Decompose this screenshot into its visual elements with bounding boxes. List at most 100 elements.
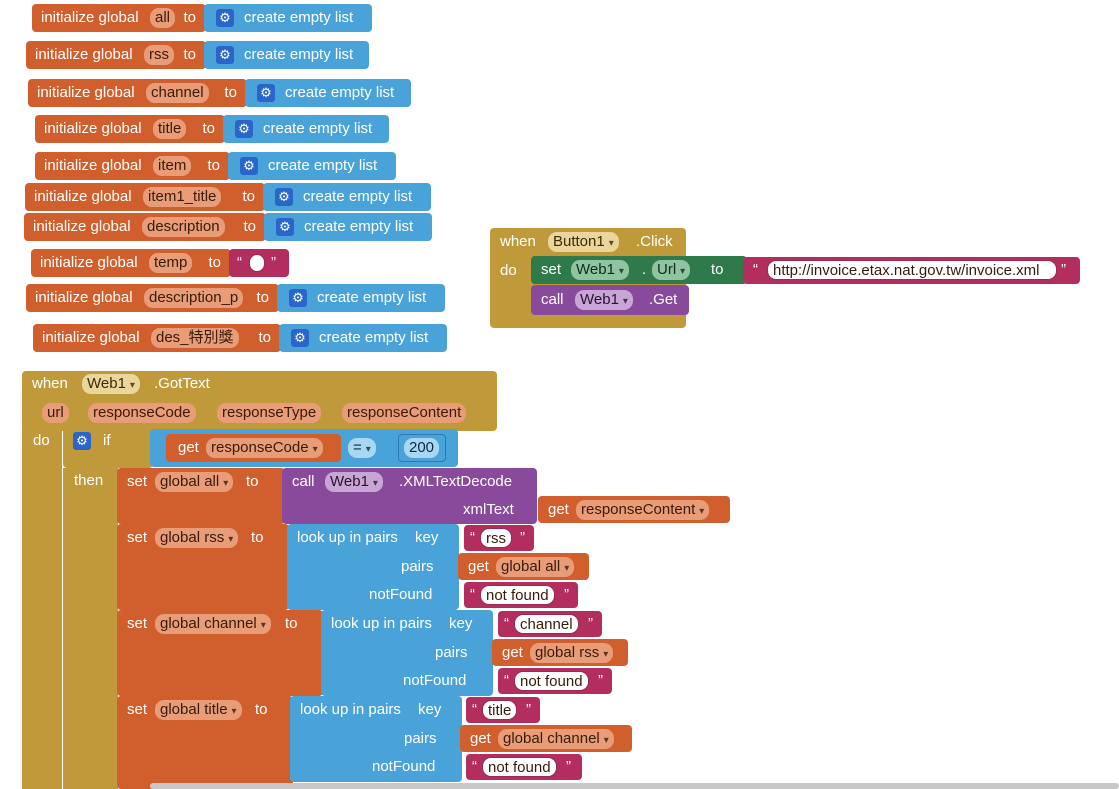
gear-icon[interactable]: ⚙ [289, 289, 307, 307]
lookup-channel-block[interactable]: look up in pairs key pairs notFound [321, 610, 493, 696]
text-field[interactable]: not found [482, 757, 557, 777]
text-notfound-block[interactable]: “ not found ” [464, 582, 578, 608]
gear-icon[interactable]: ⚙ [216, 9, 234, 27]
variable-name-field[interactable]: rss [144, 45, 174, 65]
create-empty-list-block[interactable]: ⚙create empty list [279, 324, 447, 352]
text-channel-block[interactable]: “ channel ” [498, 611, 602, 637]
variable-dropdown[interactable]: global rss▾ [155, 528, 239, 548]
variable-name-field[interactable]: all [150, 8, 176, 28]
url-text-field[interactable]: http://invoice.etax.nat.gov.tw/invoice.x… [767, 260, 1057, 280]
empty-text-block[interactable]: “” [229, 249, 289, 277]
component-dropdown[interactable]: Web1▾ [82, 374, 140, 394]
create-empty-list-block[interactable]: ⚙create empty list [245, 79, 411, 107]
lookup-title-block[interactable]: look up in pairs key pairs notFound [290, 696, 462, 782]
get-responsecontent-block[interactable]: get responseContent▾ [538, 496, 730, 523]
component-dropdown[interactable]: Web1▾ [571, 260, 629, 280]
web1-gottext-event-block[interactable]: when Web1▾ .GotText url responseCode res… [22, 371, 497, 431]
param-responsetype[interactable]: responseType [217, 403, 322, 423]
create-empty-list-block[interactable]: ⚙create empty list [223, 115, 389, 143]
param-responsecode[interactable]: responseCode [88, 403, 196, 423]
gear-icon[interactable]: ⚙ [216, 46, 234, 64]
variable-dropdown[interactable]: responseContent▾ [576, 500, 710, 520]
text-title-block[interactable]: “ title ” [466, 697, 540, 723]
create-empty-list-block[interactable]: ⚙create empty list [277, 284, 445, 312]
variable-dropdown[interactable]: responseCode▾ [206, 438, 323, 458]
get-global-channel-block[interactable]: get global channel▾ [460, 725, 632, 752]
component-dropdown[interactable]: Button1▾ [548, 232, 619, 252]
variable-name-field[interactable]: channel [146, 83, 209, 103]
initialize-global-label: initialize global [34, 188, 132, 205]
set-global-rss-block[interactable]: set global rss▾ to [117, 524, 289, 610]
gear-icon[interactable]: ⚙ [276, 218, 294, 236]
if-keyword: if [103, 432, 111, 449]
create-empty-list-block[interactable]: ⚙ create empty list [264, 213, 432, 241]
variable-name-field[interactable]: description [142, 217, 225, 237]
create-empty-list-block[interactable]: ⚙create empty list [263, 183, 431, 211]
get-global-rss-block[interactable]: get global rss▾ [492, 639, 628, 666]
param-url[interactable]: url [42, 403, 69, 423]
get-global-all-block[interactable]: get global all▾ [458, 553, 589, 580]
text-notfound-block[interactable]: “ not found ” [498, 668, 612, 694]
variable-dropdown[interactable]: global rss▾ [530, 643, 614, 663]
create-empty-list-label: create empty list [304, 218, 414, 235]
number-field[interactable]: 200 [404, 438, 440, 458]
create-empty-list-block[interactable]: ⚙create empty list [204, 41, 369, 69]
variable-dropdown[interactable]: global title▾ [155, 700, 242, 720]
gear-icon[interactable]: ⚙ [73, 432, 91, 450]
set-global-channel-block[interactable]: set global channel▾ to [117, 610, 323, 696]
call-web1-get-block[interactable]: call Web1▾ .Get [531, 285, 689, 315]
to-keyword: to [208, 254, 221, 271]
variable-dropdown[interactable]: global channel▾ [155, 614, 271, 634]
gear-icon[interactable]: ⚙ [235, 120, 253, 138]
variable-name-field[interactable]: temp [149, 253, 193, 273]
param-responsecontent[interactable]: responseContent [342, 403, 467, 423]
horizontal-scrollbar[interactable] [150, 783, 1119, 789]
text-field[interactable]: title [482, 700, 518, 720]
gear-icon[interactable]: ⚙ [240, 157, 258, 175]
gear-icon[interactable]: ⚙ [257, 84, 275, 102]
create-empty-list-block[interactable]: ⚙create empty list [204, 4, 372, 32]
text-notfound-block[interactable]: “ not found ” [466, 754, 582, 780]
variable-name-field[interactable]: item1_title [143, 187, 222, 207]
if-block[interactable]: ⚙ if [63, 428, 153, 468]
set-web1-url-block[interactable]: set Web1▾ . Url▾ to [531, 256, 747, 284]
variable-name-field[interactable]: title [153, 119, 187, 139]
gear-icon[interactable]: ⚙ [275, 188, 293, 206]
text-field[interactable]: not found [514, 671, 589, 691]
component-dropdown[interactable]: Web1▾ [325, 472, 383, 492]
call-xmltextdecode-block[interactable]: call Web1▾ .XMLTextDecode xmlText [282, 468, 537, 524]
url-text-block[interactable]: “ http://invoice.etax.nat.gov.tw/invoice… [743, 257, 1080, 284]
variable-name-field[interactable]: item [153, 156, 192, 176]
variable-dropdown[interactable]: global channel▾ [498, 729, 614, 749]
compare-block[interactable]: get responseCode▾ =▾ 200 [150, 429, 458, 467]
variable-name-field[interactable]: des_特別獎 [151, 328, 239, 348]
component-dropdown[interactable]: Web1▾ [575, 290, 633, 310]
text-field[interactable]: not found [480, 585, 555, 605]
text-field[interactable]: rss [480, 528, 512, 548]
set-global-all-block[interactable]: set global all▾ to [117, 468, 285, 524]
create-empty-list-block[interactable]: ⚙create empty list [228, 152, 396, 180]
get-responsecode-block[interactable]: get responseCode▾ [166, 434, 341, 462]
operator-dropdown[interactable]: =▾ [348, 438, 376, 458]
lookup-rss-block[interactable]: look up in pairs key pairs notFound [287, 524, 459, 610]
text-rss-block[interactable]: “ rss ” [464, 525, 534, 551]
text-field[interactable]: channel [514, 614, 579, 634]
number-block[interactable]: 200 [398, 434, 446, 462]
empty-text-field[interactable] [249, 254, 265, 272]
gear-icon[interactable]: ⚙ [291, 329, 309, 347]
set-global-title-block[interactable]: set global title▾ to [117, 696, 293, 789]
variable-name-field[interactable]: description_p [144, 288, 244, 308]
variable-dropdown[interactable]: global all▾ [155, 472, 234, 492]
variable-dropdown[interactable]: global all▾ [496, 557, 575, 577]
property-dropdown[interactable]: Url▾ [652, 260, 691, 280]
